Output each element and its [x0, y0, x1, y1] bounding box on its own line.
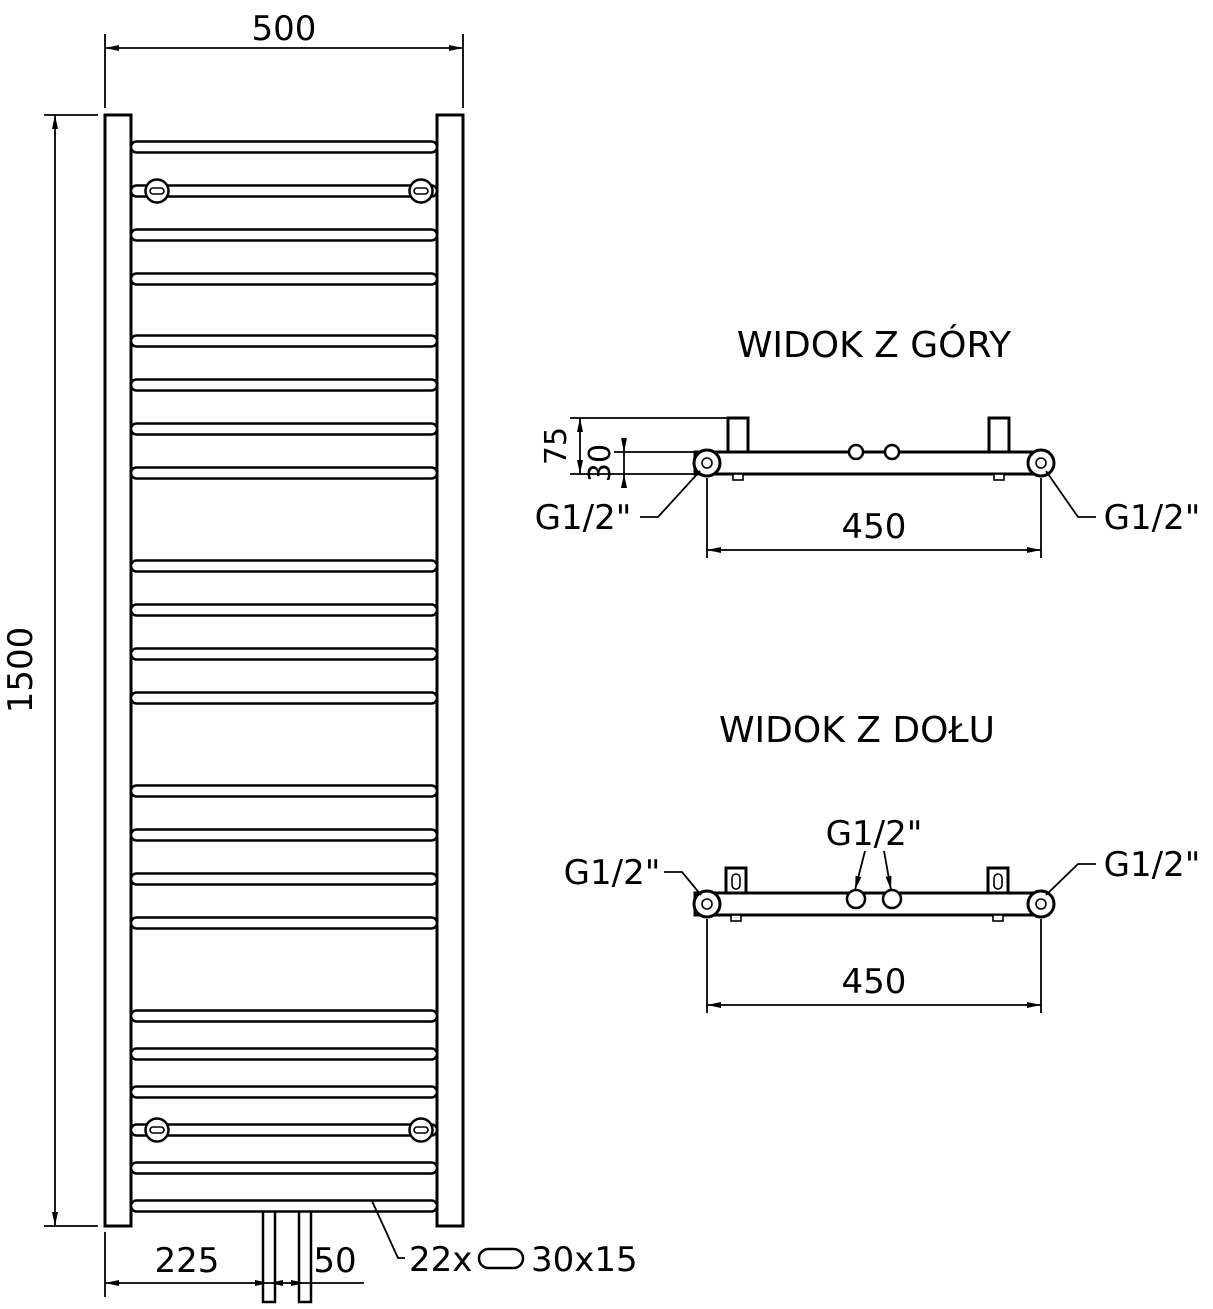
leader-line — [640, 470, 701, 518]
rung-spec-callout: 22x 30x15 — [371, 1200, 638, 1280]
rung-profile-value: 30x15 — [531, 1240, 638, 1280]
top-view-connection-labels: G1/2" G1/2" — [535, 470, 1201, 538]
depth-value: 75 — [539, 427, 574, 465]
supply-pipe-right — [297, 1204, 313, 1304]
rung — [129, 691, 439, 705]
center-connection — [881, 888, 903, 910]
rung — [129, 647, 439, 661]
radiator-body-top — [693, 450, 1050, 476]
bracket-screw — [993, 473, 1005, 481]
rung — [129, 872, 439, 886]
leader-line — [883, 850, 892, 891]
mount-brackets — [144, 178, 434, 1143]
tube-depth-value: 30 — [583, 444, 618, 482]
leader-line — [1045, 470, 1096, 518]
radiator-body-bottom — [693, 891, 1050, 917]
right-connection-label: G1/2" — [1104, 845, 1201, 885]
mount-slot — [149, 187, 165, 195]
top-view-title: WIDOK Z GÓRY — [737, 324, 1012, 366]
rung — [129, 228, 439, 242]
center-connection-label: G1/2" — [826, 814, 923, 854]
rung — [129, 466, 439, 480]
bracket-slot — [993, 873, 1003, 890]
bracket-screw — [730, 914, 742, 922]
mount-slot — [413, 1126, 429, 1134]
pipe-spacing-value: 50 — [313, 1241, 356, 1281]
rung — [129, 140, 439, 154]
wall-bracket — [987, 416, 1011, 456]
rung — [129, 334, 439, 348]
leader-line — [664, 871, 702, 896]
span-value: 450 — [842, 507, 907, 547]
bracket-screw — [732, 473, 744, 481]
rung — [129, 603, 439, 617]
left-connection-label: G1/2" — [535, 498, 632, 538]
left-rail — [103, 113, 133, 1228]
width-value: 500 — [252, 9, 317, 49]
span-value: 450 — [842, 962, 907, 1002]
rung — [129, 422, 439, 436]
right-rail — [435, 113, 465, 1228]
bracket-slot — [731, 873, 741, 890]
connection-hole — [1035, 898, 1047, 910]
top-span-dimension: 450 — [706, 478, 1042, 558]
rung — [129, 378, 439, 392]
height-dimension: 1500 — [1, 114, 98, 1227]
connection-hole — [701, 898, 713, 910]
rung-count-value: 22x — [409, 1240, 472, 1280]
bottom-dimensions: 225 50 — [104, 1232, 364, 1297]
right-connection-label: G1/2" — [1104, 498, 1201, 538]
pipe-offset-value: 225 — [155, 1241, 220, 1281]
rung — [129, 916, 439, 930]
mount-slot — [413, 187, 429, 195]
mount-slot — [149, 1126, 165, 1134]
center-connection — [847, 443, 865, 461]
rung — [129, 272, 439, 286]
depth-dimensions: 75 30 — [539, 417, 728, 488]
rung — [129, 184, 439, 198]
rung — [129, 1161, 439, 1175]
width-dimension: 500 — [104, 9, 464, 108]
leader-line — [371, 1200, 405, 1259]
rung — [129, 1009, 439, 1023]
front-view: 500 1500 225 50 22x 30x15 — [1, 9, 638, 1304]
oval-profile-icon — [477, 1247, 525, 1270]
center-connection — [883, 443, 901, 461]
supply-pipe-left — [261, 1204, 277, 1304]
leader-line — [1045, 863, 1096, 896]
center-connection — [845, 888, 867, 910]
left-connection-label: G1/2" — [564, 853, 661, 893]
rung — [129, 1199, 439, 1213]
rung — [129, 828, 439, 842]
bottom-view-title: WIDOK Z DOŁU — [719, 710, 995, 751]
bracket-screw — [992, 914, 1004, 922]
rung — [129, 1123, 439, 1137]
radiator-rungs — [129, 140, 439, 1213]
top-view: WIDOK Z GÓRY 75 30 G1/2" — [535, 324, 1201, 558]
wall-bracket — [726, 416, 750, 456]
height-value: 1500 — [1, 627, 41, 714]
rung — [129, 559, 439, 573]
connection-hole — [701, 457, 713, 469]
bottom-span-dimension: 450 — [706, 919, 1042, 1013]
rung — [129, 784, 439, 798]
rung — [129, 1047, 439, 1061]
leader-line — [854, 850, 866, 891]
bottom-view-connection-labels: G1/2" G1/2" G1/2" — [564, 814, 1201, 896]
rung — [129, 1085, 439, 1099]
connection-hole — [1035, 457, 1047, 469]
bottom-view: WIDOK Z DOŁU G1/2" G1/2" G1/2" — [564, 710, 1201, 1013]
